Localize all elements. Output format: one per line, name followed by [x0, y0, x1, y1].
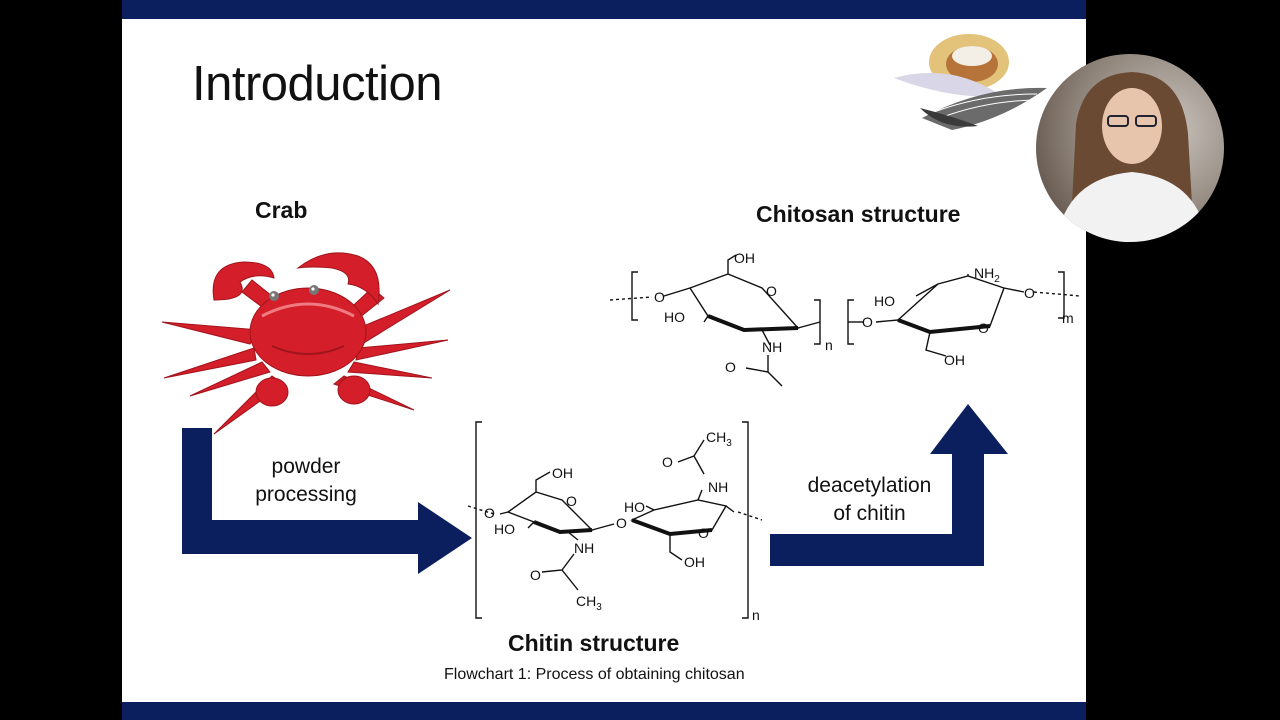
chitin-nh-right: NH: [708, 479, 728, 495]
chitosan-structure-title: Chitosan structure: [756, 201, 961, 227]
powder-arrow: [182, 428, 472, 574]
chitin-o-glyco: O: [616, 515, 627, 531]
chitin-oh-bottom: OH: [684, 554, 705, 570]
top-bar: [122, 0, 1086, 19]
chitin-ch3-left: CH3: [576, 593, 602, 613]
chitin-ho-right: HO: [624, 499, 645, 515]
flow-arrows: [182, 404, 1008, 574]
chitosan-m-sub: m: [1062, 310, 1074, 326]
chitin-ho-left: HO: [494, 521, 515, 537]
chitosan-nh2: NH2: [974, 265, 1000, 285]
chitin-oh-top: OH: [552, 465, 573, 481]
chitosan-o-ring2: O: [978, 320, 989, 336]
crab-label: Crab: [255, 197, 308, 223]
deacetylation-line1: deacetylation: [807, 474, 932, 497]
powder-line1: powder: [271, 455, 341, 478]
chitin-structure-title: Chitin structure: [508, 630, 680, 656]
chitosan-formula: OH O O HO NH O n O HO NH2 O O OH m: [609, 250, 1081, 387]
slide: Introduction Crab: [122, 0, 1086, 720]
deacetylation-arrow: [770, 404, 1008, 566]
chitosan-o-link-mid: O: [862, 314, 873, 330]
bottom-bar: [122, 702, 1086, 720]
chitin-nh-left: NH: [574, 540, 594, 556]
chitosan-ho-right: HO: [874, 293, 895, 309]
chitosan-oh-bottom: OH: [944, 352, 965, 368]
webcam-thumbnail: [1036, 54, 1224, 242]
chitosan-o-ring1: O: [766, 283, 777, 299]
powder-processing-label: powder processing: [236, 453, 376, 509]
crab-illustration: [161, 252, 451, 435]
chitosan-o-link-right: O: [1024, 285, 1035, 301]
powder-line2: processing: [255, 483, 357, 506]
deacetylation-line2: of chitin: [833, 502, 906, 525]
chitin-o-carbonyl-left: O: [530, 567, 541, 583]
chitin-o-carbonyl-right: O: [662, 454, 673, 470]
chitin-ch3-right: CH3: [706, 429, 732, 449]
chitosan-n-sub: n: [825, 337, 833, 353]
chitin-o-left-end: O: [484, 505, 495, 521]
deacetylation-label: deacetylation of chitin: [792, 472, 947, 528]
chitosan-o-carbonyl: O: [725, 359, 736, 375]
chitosan-ho-left: HO: [664, 309, 685, 325]
flowchart-caption: Flowchart 1: Process of obtaining chitos…: [444, 666, 745, 683]
chitin-o-ring2: O: [698, 525, 709, 541]
chitosan-o-link-left: O: [654, 289, 665, 305]
chitosan-oh-top: OH: [734, 250, 755, 266]
chitin-formula: OH O O HO NH O CH3 O CH3 O NH HO O OH n: [467, 421, 763, 623]
presenter-silhouette: [1056, 72, 1208, 242]
chitin-o-ring1: O: [566, 493, 577, 509]
chitin-n-sub: n: [752, 607, 760, 623]
chitosan-nh: NH: [762, 339, 782, 355]
slide-title: Introduction: [192, 57, 443, 111]
